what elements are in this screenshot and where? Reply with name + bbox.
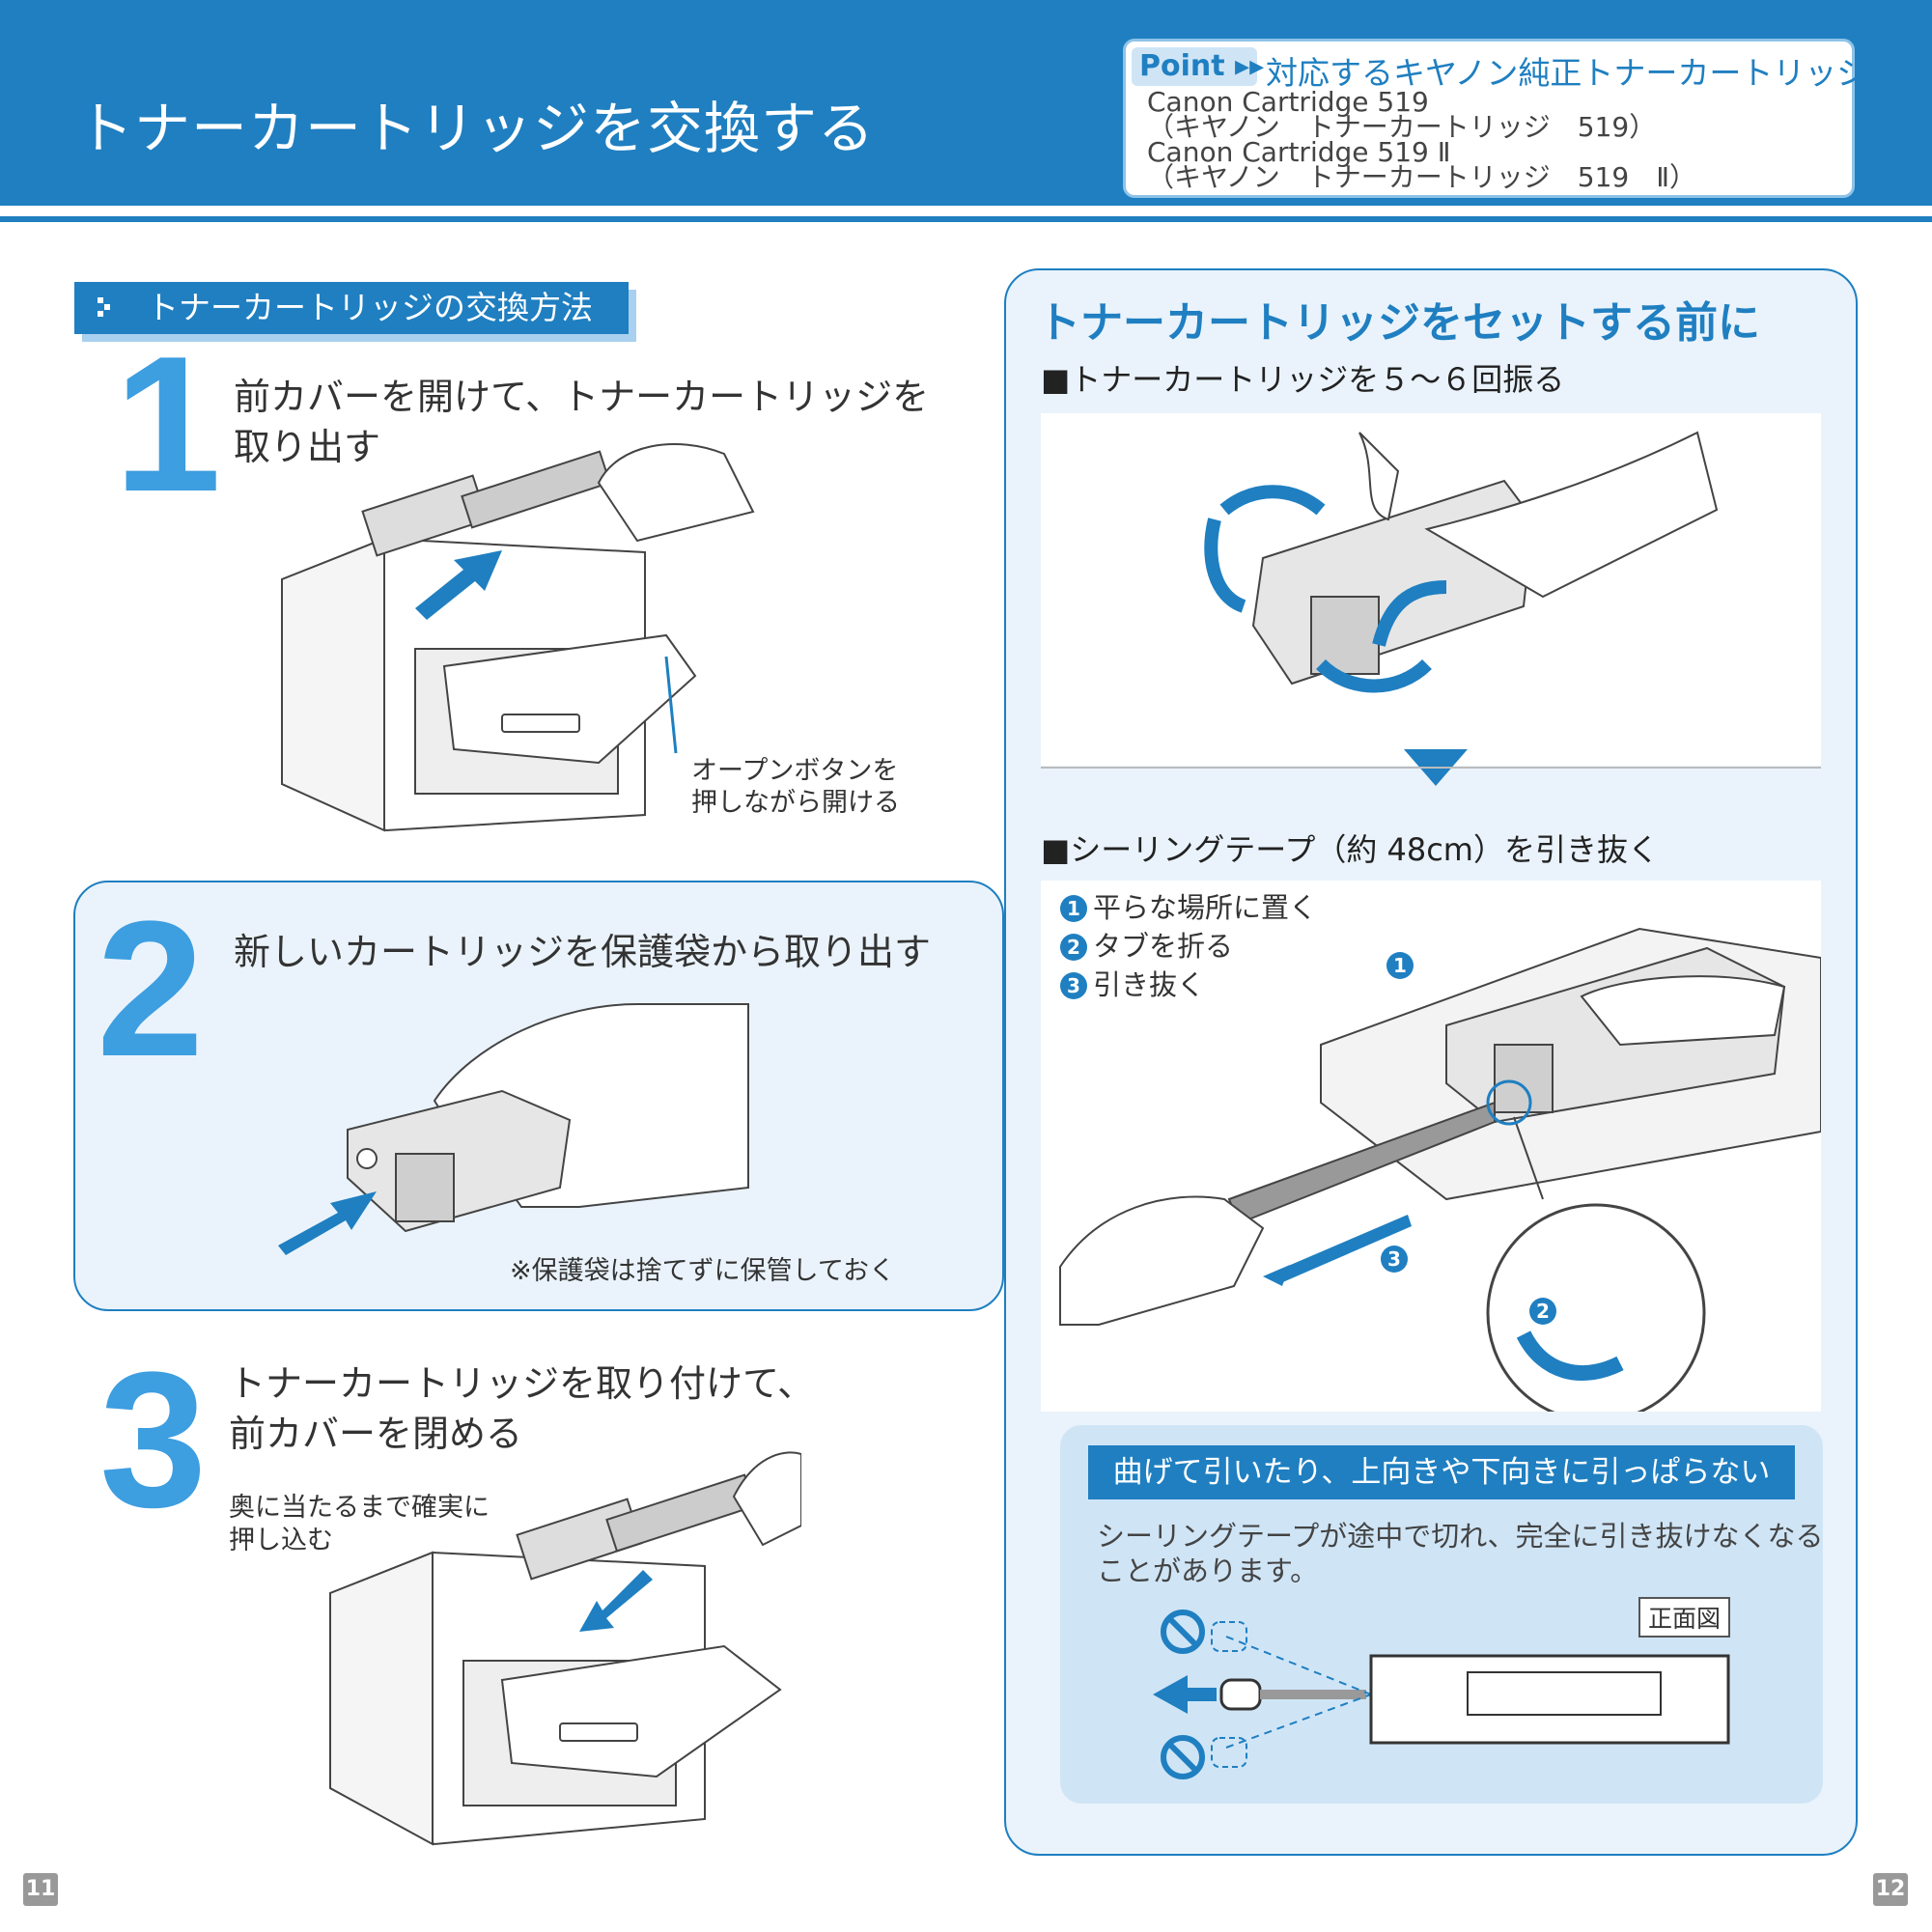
chevron-right-icon bbox=[98, 297, 110, 317]
step2-title: 新しいカートリッジを保護袋から取り出す bbox=[234, 931, 932, 973]
step3-title-line: トナーカートリッジを取り付けて、 bbox=[229, 1362, 815, 1405]
step3-printer-illustration bbox=[329, 1451, 801, 1846]
page-title: トナーカートリッジを交換する bbox=[77, 96, 876, 161]
warning-line: シーリングテープが途中で切れ、完全に引き抜けなくなる bbox=[1097, 1520, 1824, 1553]
step3-note-line: 押し込む bbox=[229, 1526, 333, 1555]
step1-printer-illustration bbox=[281, 443, 755, 832]
step2-cartridge-illustration bbox=[278, 1003, 749, 1255]
tape-step-text: タブを折る bbox=[1093, 930, 1234, 963]
header-rule bbox=[0, 216, 1932, 222]
tape-step-text: 平らな場所に置く bbox=[1093, 891, 1318, 924]
point-line: Canon Cartridge 519 Ⅱ bbox=[1147, 136, 1451, 168]
tape-heading: ■シーリングテープ（約 48cm）を引き抜く bbox=[1041, 831, 1659, 868]
prohibited-icon bbox=[1161, 1610, 1205, 1654]
point-line: （キヤノン トナーカートリッジ 519） bbox=[1147, 111, 1657, 143]
left-arrow-icon bbox=[1153, 1675, 1217, 1714]
point-box: Point ▸▸ 対応するキヤノン純正トナーカートリッジ Canon Cartr… bbox=[1123, 39, 1868, 198]
section-label-text: トナーカートリッジの交換方法 bbox=[147, 289, 593, 326]
front-view-diagram bbox=[1153, 1610, 1730, 1779]
tape-illustration bbox=[1059, 927, 1822, 1423]
warning-heading: 曲げて引いたり、上向きや下向きに引っぱらない bbox=[1088, 1445, 1795, 1499]
shake-illustration-area bbox=[1041, 413, 1821, 766]
shake-divider bbox=[1041, 767, 1821, 769]
callout-2: 2 bbox=[1529, 1298, 1556, 1325]
section-label: トナーカートリッジの交換方法 bbox=[74, 282, 629, 334]
prohibited-icon bbox=[1161, 1735, 1205, 1779]
shake-heading: ■トナーカートリッジを５～６回振る bbox=[1041, 361, 1565, 398]
step2-note: ※保護袋は捨てずに保管しておく bbox=[510, 1256, 896, 1286]
step-badge: 3 bbox=[1060, 972, 1087, 999]
step3-title-line: 前カバーを閉める bbox=[229, 1413, 523, 1455]
down-triangle-icon bbox=[1404, 749, 1468, 786]
step-badge: 1 bbox=[1060, 895, 1087, 922]
step-number-2: 2 bbox=[97, 882, 205, 1097]
callout-1: 1 bbox=[1386, 952, 1414, 979]
page-number-left: 11 bbox=[23, 1873, 58, 1906]
warning-line: ことがあります。 bbox=[1097, 1554, 1319, 1587]
shake-illustration bbox=[1204, 431, 1719, 693]
front-view-label: 正面図 bbox=[1638, 1597, 1731, 1638]
point-title: 対応するキヤノン純正トナーカートリッジ bbox=[1266, 54, 1869, 92]
step1-title-line: 前カバーを開けて、トナーカートリッジを bbox=[234, 376, 930, 418]
step1-note-line: オープンボタンを bbox=[691, 756, 899, 786]
side-title: トナーカートリッジをセットする前に bbox=[1038, 298, 1760, 348]
tape-illustration-area bbox=[1041, 881, 1822, 1423]
page-number-right: 12 bbox=[1873, 1873, 1908, 1906]
point-line: Canon Cartridge 519 bbox=[1147, 86, 1429, 118]
step-badge: 2 bbox=[1060, 934, 1087, 961]
step-number-3: 3 bbox=[99, 1332, 208, 1548]
point-line: （キヤノン トナーカートリッジ 519 Ⅱ） bbox=[1147, 161, 1696, 193]
point-badge: Point ▸▸ bbox=[1132, 47, 1264, 86]
step-number-1: 1 bbox=[114, 317, 222, 532]
step1-title-line: 取り出す bbox=[234, 426, 381, 468]
step1-note-line: 押しながら開ける bbox=[691, 788, 900, 818]
tape-step-text: 引き抜く bbox=[1093, 968, 1206, 1001]
warning-body: シーリングテープが途中で切れ、完全に引き抜けなくなる ことがあります。 bbox=[1097, 1519, 1824, 1588]
callout-3: 3 bbox=[1381, 1246, 1408, 1273]
step3-note-line: 奥に当たるまで確実に bbox=[229, 1493, 490, 1523]
